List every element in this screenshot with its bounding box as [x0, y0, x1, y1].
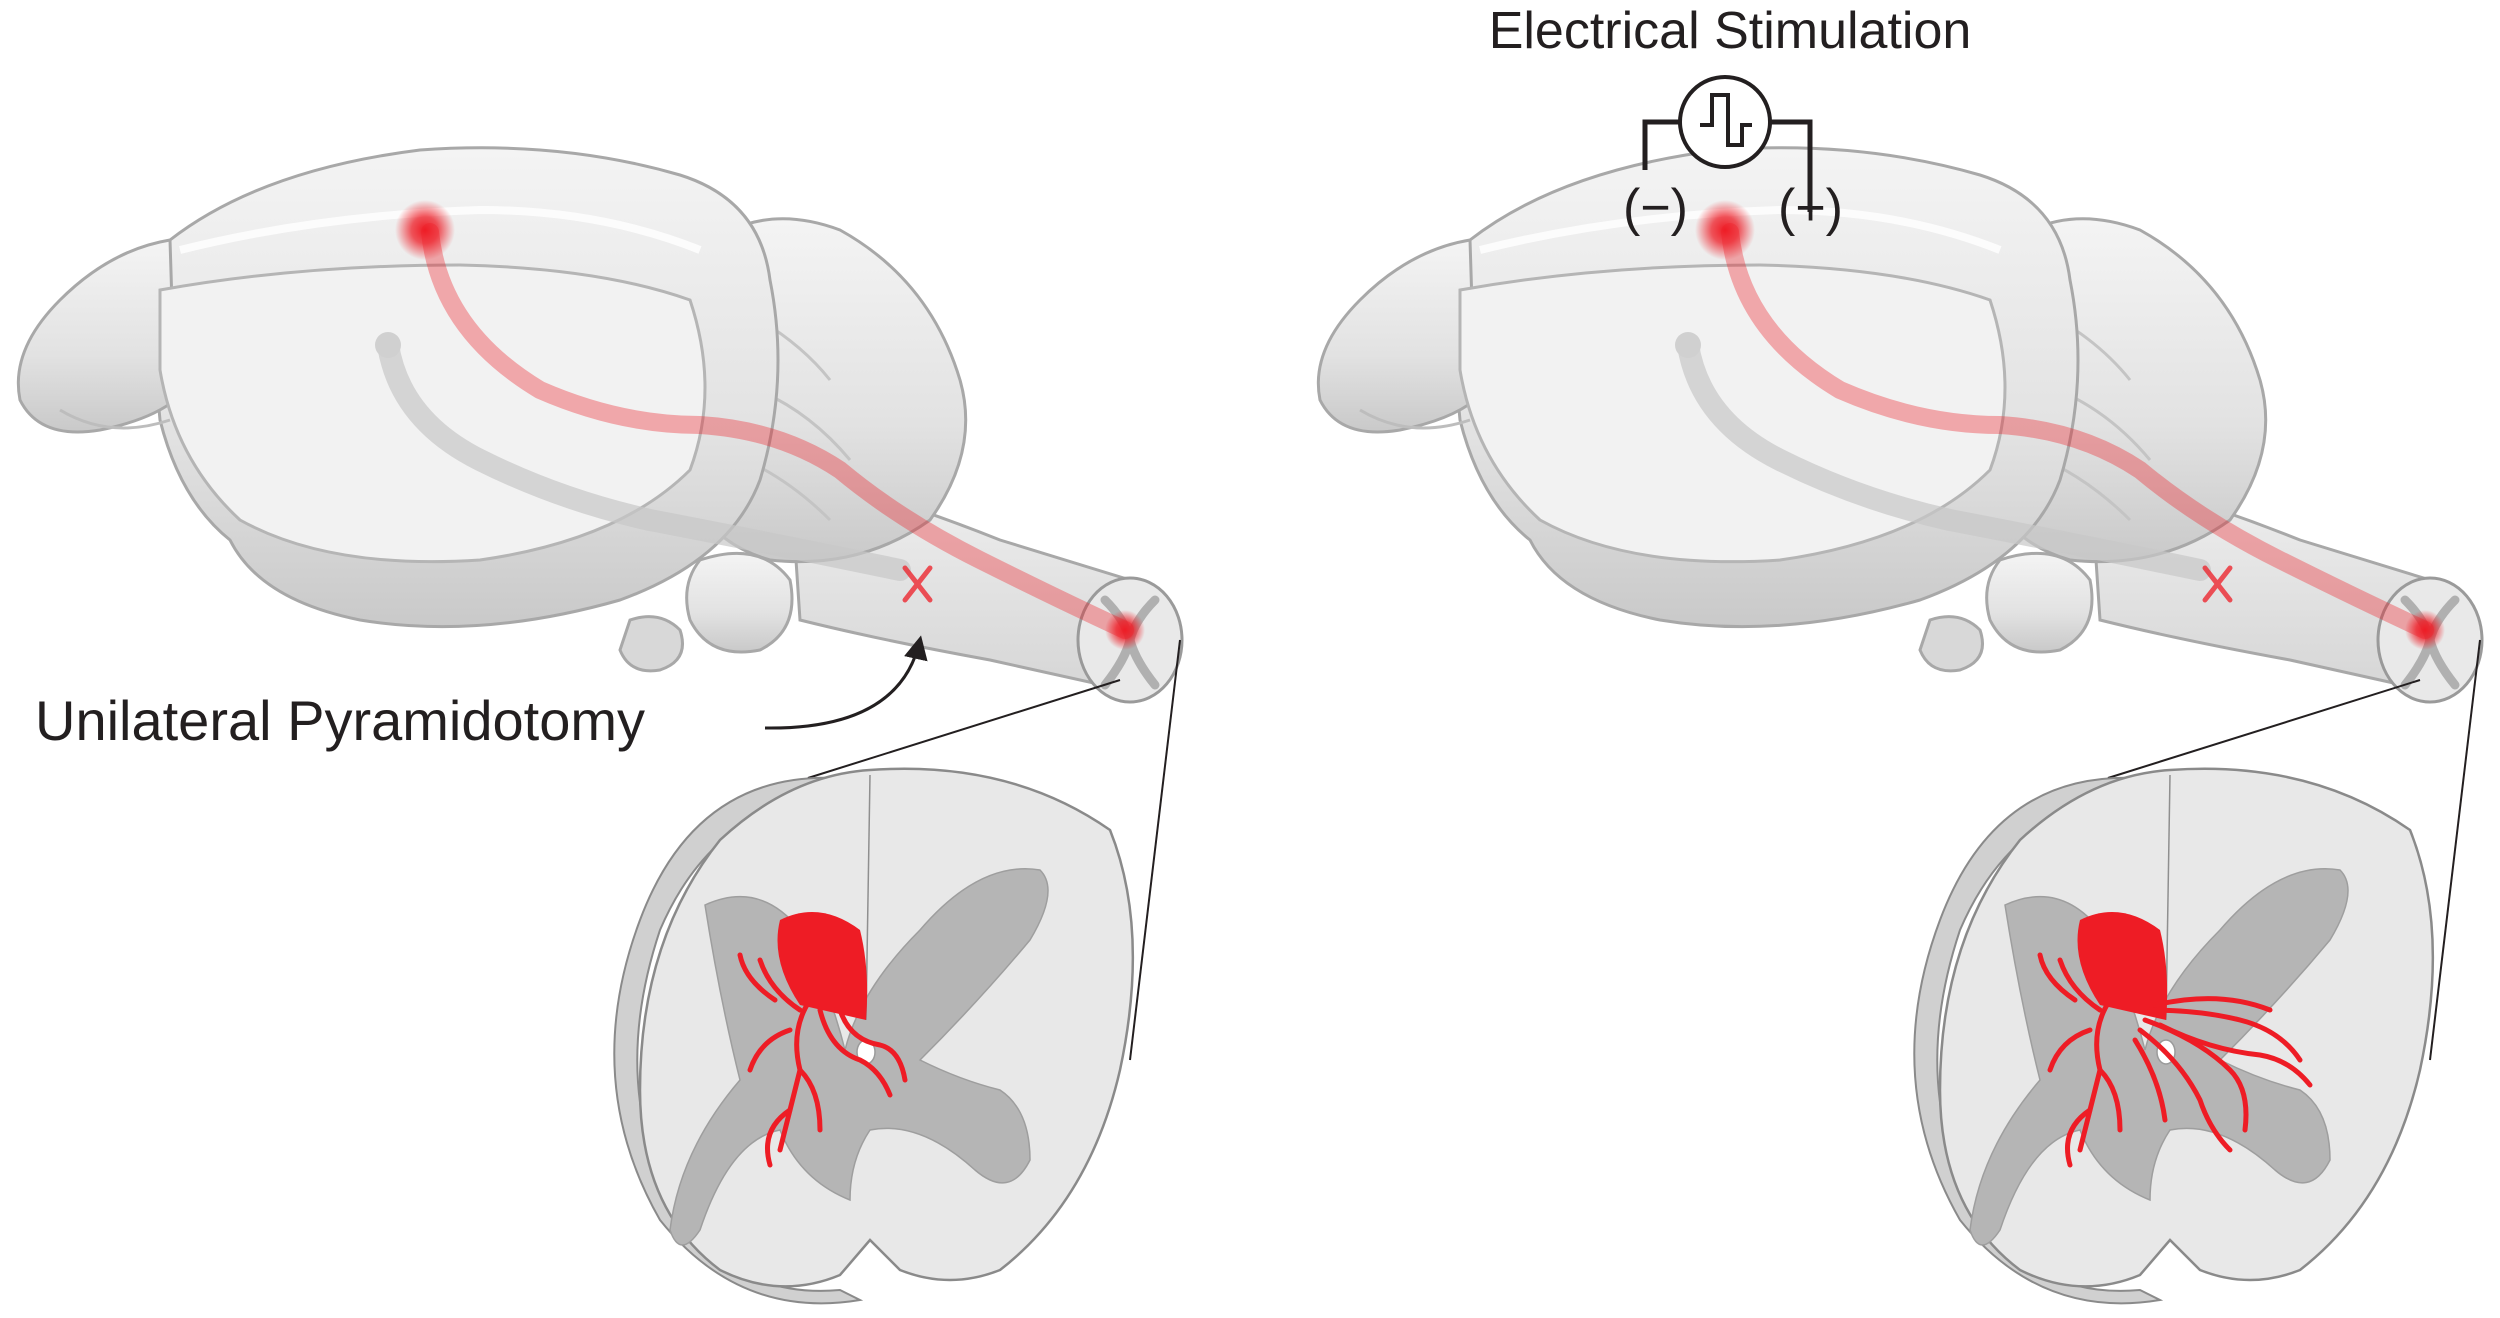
cst-terminals-right: [2037, 912, 2313, 1168]
arrow-icon: [764, 635, 928, 730]
stimulation-label: Electrical Stimulation: [1489, 2, 1972, 60]
positive-lead: [1770, 119, 1813, 212]
spinal-cord-cross-section-left: [613, 767, 1135, 1305]
corticospinal-tract-active: [421, 223, 1134, 639]
negative-lead: [1642, 119, 1680, 170]
zoom-line-top-right: [2107, 679, 2421, 779]
left-panel: Unilateral Pyramidotomy: [18, 148, 1182, 1305]
brain-illustration-right: [1318, 148, 2482, 702]
spinal-cord-cross-section-right: [1913, 767, 2435, 1305]
zoom-line-bottom-right: [2429, 639, 2481, 1061]
positive-electrode-label: (+): [1778, 179, 1843, 237]
negative-electrode-label: (−): [1623, 179, 1688, 237]
lesion-x-icon-right: [2202, 565, 2233, 603]
cst-terminals-left: [737, 912, 908, 1168]
cord-tract-site-right: [2405, 610, 2445, 650]
square-wave-stimulator-icon: [1678, 75, 1772, 169]
brain-illustration-left: [18, 148, 1182, 702]
zoom-line-bottom: [1129, 639, 1181, 1061]
pyramidotomy-label: Unilateral Pyramidotomy: [35, 689, 645, 752]
motor-cortex-site-right: [1695, 200, 1755, 260]
cord-tract-site: [1105, 610, 1145, 650]
corticospinal-tract-inactive-right: [1677, 334, 2211, 581]
cortex-site-inactive: [375, 332, 401, 358]
right-panel: Electrical Stimulation (−) (+): [1318, 2, 2482, 1305]
lesion-x-icon: [902, 565, 933, 603]
square-wave-glyph: [1700, 93, 1752, 147]
corticospinal-tract-active-right: [1721, 223, 2434, 639]
corticospinal-tract-inactive: [377, 334, 911, 581]
motor-cortex-site: [395, 200, 455, 260]
zoom-line-top: [807, 679, 1121, 779]
stimulator-circuit: Electrical Stimulation (−) (+): [1489, 2, 1972, 237]
cortex-site-inactive-right: [1675, 332, 1701, 358]
